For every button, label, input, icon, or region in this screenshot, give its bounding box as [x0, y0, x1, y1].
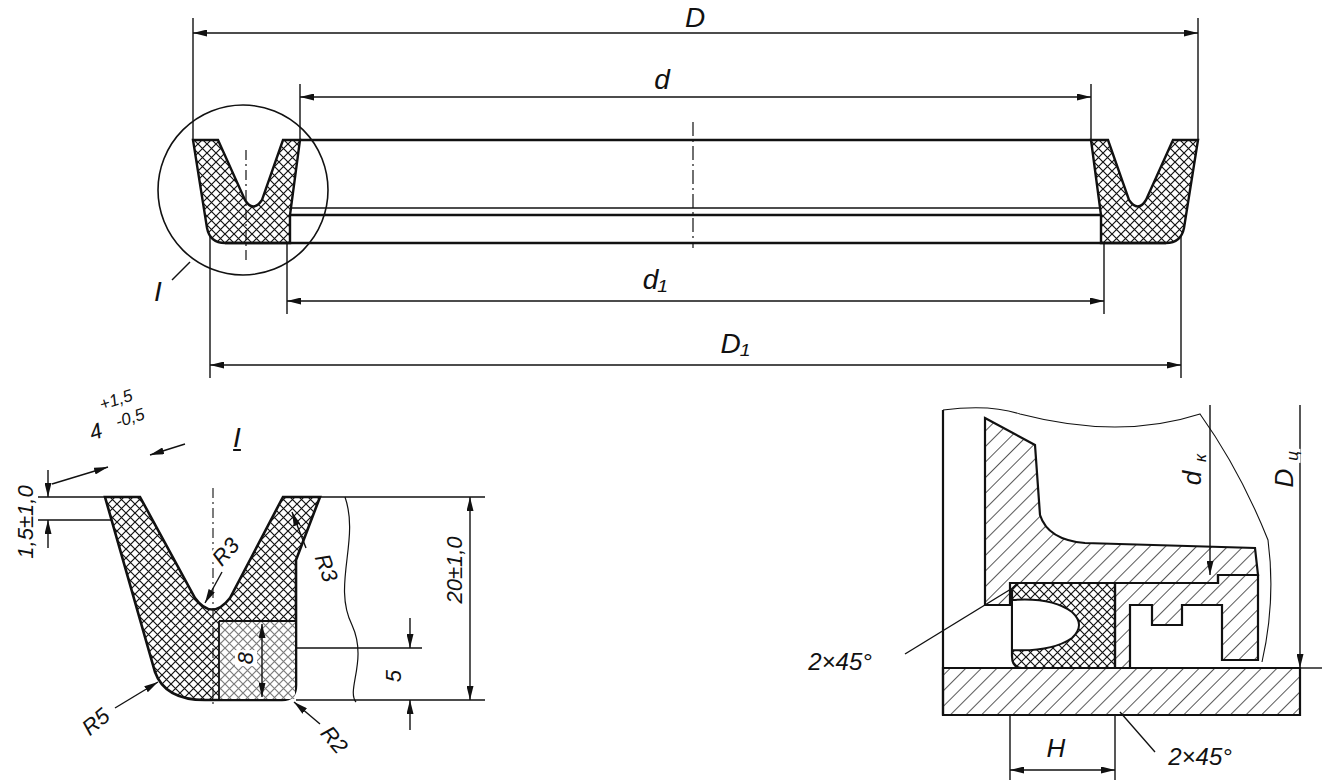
- extension-line: [209, 235, 210, 378]
- dimension-label: H: [1045, 735, 1068, 761]
- extension-line: [1180, 235, 1181, 378]
- seal-section: [1091, 140, 1198, 243]
- dimension-label: D: [683, 4, 707, 32]
- seal-detail-heel: [219, 621, 295, 699]
- dimension-line: [409, 618, 410, 648]
- dimension-line: [409, 700, 410, 730]
- extension-line: [192, 18, 193, 140]
- dimension-label: 5: [383, 668, 405, 684]
- extension-line: [320, 496, 485, 497]
- heel-edge: [218, 621, 220, 700]
- dimension-label: 1,5±1,0: [15, 483, 37, 560]
- dimension-label: D₁: [718, 330, 751, 358]
- dimension-line: [52, 467, 108, 484]
- extension-line: [296, 699, 485, 700]
- dimension-label: d: [1179, 469, 1205, 487]
- dimension-line: [1209, 405, 1210, 575]
- ring-view: [225, 140, 1166, 243]
- seal-section: [1012, 583, 1115, 668]
- seal-detail-heel: [219, 621, 295, 699]
- detail-lines: [38, 444, 485, 730]
- dimension-line: [193, 32, 1198, 33]
- dimension-label: 20±1,0: [444, 534, 466, 605]
- ring-edge: [225, 242, 1166, 244]
- dimension-line: [150, 444, 185, 455]
- extension-line: [299, 84, 300, 140]
- install-dimensions: [905, 405, 1322, 780]
- dimension-line: [47, 470, 48, 497]
- dimension-line: [300, 96, 1091, 97]
- leader-line: [905, 589, 1011, 654]
- seal-groove: [1012, 600, 1079, 651]
- center-line: [212, 488, 213, 708]
- rod-part: [943, 668, 1300, 715]
- dimension-label: 8: [235, 650, 257, 666]
- center-line: [245, 150, 246, 262]
- radius-label: R2: [315, 721, 353, 760]
- dimension-line: [1299, 405, 1300, 668]
- radius-label: R3: [207, 533, 245, 572]
- radius-label: R5: [77, 703, 116, 741]
- leader-line: [115, 682, 158, 708]
- dimensions: [193, 18, 1198, 378]
- gland-part: [1115, 575, 1258, 668]
- extension-line: [1300, 667, 1322, 668]
- seal-section: [1091, 140, 1198, 243]
- leader-line: [292, 512, 306, 548]
- outline: [942, 410, 944, 715]
- break-line: [344, 497, 358, 702]
- center-line: [692, 122, 693, 248]
- dimension-label: d: [652, 66, 672, 94]
- break-line: [943, 408, 1271, 662]
- extension-line: [1103, 243, 1104, 314]
- extension-line: [1197, 18, 1198, 140]
- dimension-line: [261, 624, 262, 697]
- detail-title: I: [231, 424, 243, 452]
- leader-line: [172, 262, 190, 280]
- leader-line: [1120, 712, 1155, 752]
- dimension-line: [1010, 769, 1115, 770]
- radius-label: R3: [310, 549, 342, 587]
- heel-edge: [219, 620, 296, 622]
- extension-line: [38, 519, 112, 520]
- dimension-label: 4: [85, 419, 107, 445]
- dimension-label: D: [1271, 467, 1297, 490]
- extension-line: [296, 647, 422, 648]
- chamfer-label: 2×45°: [806, 650, 874, 674]
- dimension-subscript: к: [1192, 452, 1209, 464]
- installation-view: [943, 408, 1300, 715]
- ring-edge: [290, 207, 1101, 209]
- ring-edge: [290, 214, 1101, 216]
- dimension-line: [287, 300, 1104, 301]
- extension-line: [286, 243, 287, 314]
- dimension-subscript: ц: [1284, 449, 1301, 463]
- ring-edge: [300, 139, 1091, 141]
- leader-line: [205, 572, 222, 603]
- dimension-line: [47, 520, 48, 548]
- detail-circle: [158, 105, 328, 275]
- leader-line: [294, 702, 320, 724]
- dimension-label: d₁: [641, 266, 669, 294]
- dimension-line: [469, 497, 470, 700]
- dimension-line: [210, 364, 1181, 365]
- extension-line: [1090, 84, 1091, 140]
- callout-number: I: [152, 278, 164, 306]
- tolerance-label: -0,5: [112, 405, 149, 431]
- chamfer-label: 2×45°: [1166, 745, 1234, 769]
